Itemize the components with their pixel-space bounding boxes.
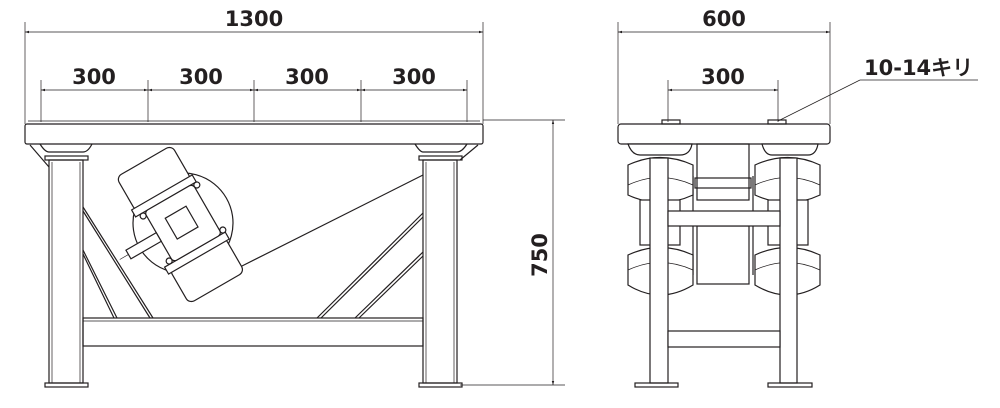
dimension-hole-spacing: 300 bbox=[667, 65, 779, 122]
table-top bbox=[24, 123, 484, 145]
dimension-overall-width: 1300 bbox=[24, 7, 484, 124]
hole-note-label: 10-14キリ bbox=[864, 56, 973, 80]
dim-label-spacing-1: 300 bbox=[72, 65, 116, 89]
side-view: 600 300 10-14キリ bbox=[617, 7, 978, 388]
side-beam-upper bbox=[667, 210, 781, 227]
isolation-pad-left bbox=[39, 143, 93, 153]
dim-label-spacing-2: 300 bbox=[179, 65, 223, 89]
side-table-top bbox=[617, 123, 831, 145]
dimension-spacings: 300 300 300 300 bbox=[40, 65, 468, 122]
side-beam-lower bbox=[667, 330, 781, 348]
side-leg-left bbox=[649, 157, 669, 384]
leg-left bbox=[48, 159, 84, 384]
vibration-motor bbox=[117, 146, 244, 303]
hole-callout: 10-14キリ bbox=[777, 56, 978, 122]
dimension-height: 750 bbox=[460, 119, 565, 386]
isolation-pad-right bbox=[414, 143, 468, 153]
dim-label-spacing-4: 300 bbox=[392, 65, 436, 89]
side-leg-right bbox=[779, 157, 798, 384]
cross-beam bbox=[82, 317, 424, 347]
leg-right bbox=[422, 159, 458, 384]
dimension-side-width: 600 bbox=[617, 7, 831, 124]
dim-label-1300: 1300 bbox=[225, 7, 283, 31]
front-view: 1300 300 300 300 300 750 bbox=[24, 7, 565, 388]
dim-label-300-side: 300 bbox=[701, 65, 745, 89]
dim-label-spacing-3: 300 bbox=[285, 65, 329, 89]
dim-label-600: 600 bbox=[702, 7, 746, 31]
dim-label-750: 750 bbox=[528, 233, 552, 277]
